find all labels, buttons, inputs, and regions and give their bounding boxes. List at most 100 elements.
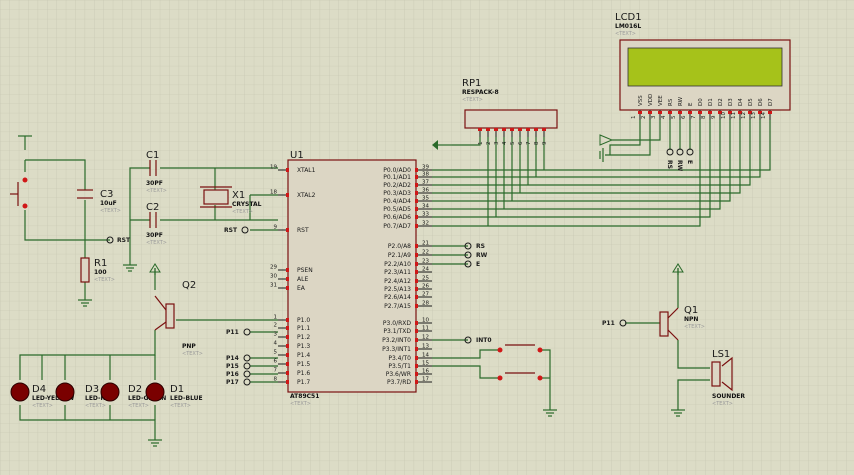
lcd1-pin-marker <box>728 111 732 114</box>
lcd1-pin-name: E <box>688 102 694 106</box>
d2-led[interactable]: D2 LED-GREEN <TEXT> <box>100 382 166 409</box>
power-arrow-icon <box>599 134 614 146</box>
r1-resistor[interactable]: R1 100 <TEXT> <box>80 257 115 283</box>
ls1-text: <TEXT> <box>712 401 733 407</box>
u1-pin-name: P2.6/A14 <box>384 294 411 301</box>
reset-button-pin <box>22 177 28 183</box>
u1-pin-number: 8 <box>274 377 278 383</box>
u1-pin-number: 12 <box>422 335 429 341</box>
d4-text: <TEXT> <box>32 403 53 409</box>
lcd1-pin-number: 2 <box>641 116 647 120</box>
u1-pin-marker <box>286 277 289 281</box>
u1-pin-name: XTAL2 <box>297 192 316 199</box>
u1-pin-name: P3.0/RXD <box>383 320 411 327</box>
lcd1-pin-marker <box>718 111 722 114</box>
lcd1-pin-name: RW <box>678 96 684 106</box>
int1-switch[interactable] <box>497 372 543 381</box>
u1-pin-name: ALE <box>297 276 308 283</box>
u1-pin-number: 7 <box>274 368 278 374</box>
lcd1-pin-marker <box>688 111 692 114</box>
lcd1-text: <TEXT> <box>615 31 636 37</box>
lcd1-value: LM016L <box>615 23 641 30</box>
x1-crystal[interactable]: X1 CRYSTAL <TEXT> <box>200 186 262 215</box>
net-terminal <box>243 354 251 362</box>
u1-pin-number: 24 <box>422 267 429 273</box>
c3-capacitor[interactable]: C3 10uF <TEXT> <box>77 189 121 214</box>
reset-button[interactable] <box>10 177 28 209</box>
u1-pin-name: P1.6 <box>297 370 310 377</box>
u1-pin-number: 30 <box>270 274 277 280</box>
lcd1-pin-marker <box>708 111 712 114</box>
rp1-pin-number: 3 <box>494 141 500 145</box>
d3-led[interactable]: D3 LED-RED <TEXT> <box>55 382 114 409</box>
d4-led[interactable]: D4 LED-YELLOW <TEXT> <box>10 382 75 409</box>
u1-pin-marker <box>415 338 418 342</box>
d1-led[interactable]: D1 LED-BLUE <TEXT> <box>145 382 203 409</box>
u1-pin-name: P3.2/INT0 <box>382 337 411 344</box>
u1-pin-marker <box>415 244 418 248</box>
d2-value: LED-GREEN <box>128 395 166 402</box>
u1-pin-number: 34 <box>422 204 429 210</box>
lcd1-ref: LCD1 <box>615 12 642 23</box>
lcd1-pin-marker <box>658 111 662 114</box>
u1-pin-marker <box>415 224 418 228</box>
c1-capacitor[interactable]: C1 30PF <TEXT> <box>146 150 167 194</box>
u1-pin-marker <box>415 372 418 376</box>
net-int0: INT0 <box>476 337 492 344</box>
net-terminal <box>243 328 251 336</box>
u1-value: AT89C51 <box>290 393 319 400</box>
lcd1-pin-number: 4 <box>661 115 667 119</box>
net-lcd-rw: RW <box>676 160 683 172</box>
net-p11: P11 <box>226 329 239 336</box>
u1-text: <TEXT> <box>290 401 311 407</box>
u1-pin-name: P1.0 <box>297 317 310 324</box>
u1-pin-number: 36 <box>422 188 429 194</box>
lcd1-pin-number: 5 <box>671 115 677 119</box>
lcd1-pin-name: D0 <box>698 98 704 106</box>
rp1-power-arrow <box>432 140 438 150</box>
lcd1-pin-name: D3 <box>728 98 734 106</box>
lcd1-display[interactable]: LCD1 LM016L <TEXT> VSS1VDD2VEE3RS4RW5E6D… <box>615 12 791 120</box>
int0-switch[interactable] <box>497 344 543 353</box>
wires <box>18 120 771 440</box>
rp1-pin-marker <box>510 128 514 131</box>
r1-ref: R1 <box>94 258 107 269</box>
d3-ref: D3 <box>85 384 99 395</box>
u1-pin-name: RST <box>297 227 309 234</box>
u1-pin-number: 23 <box>422 259 429 265</box>
d2-ref: D2 <box>128 384 142 395</box>
net-terminal <box>243 370 251 378</box>
q2-transistor[interactable]: Q2 PNP <TEXT> <box>154 280 203 357</box>
u1-pin-name: P2.2/A10 <box>384 261 411 268</box>
lcd1-pin-number: 8 <box>701 115 707 119</box>
lcd1-pin-name: VSS <box>638 95 644 106</box>
d1-value: LED-BLUE <box>170 395 203 402</box>
r1-value: 100 <box>94 269 107 276</box>
c2-capacitor[interactable]: C2 30PF <TEXT> <box>146 202 167 246</box>
u1-pin-marker <box>415 270 418 274</box>
net-rst-u1: RST <box>224 227 238 234</box>
q2-ref: Q2 <box>182 280 196 291</box>
u1-pin-number: 39 <box>422 165 429 171</box>
u1-pin-number: 32 <box>422 221 429 227</box>
rp1-pin-marker <box>518 128 522 131</box>
ground-icon <box>599 148 604 162</box>
c2-text: <TEXT> <box>146 240 167 246</box>
d4-value: LED-YELLOW <box>32 395 75 402</box>
d1-text: <TEXT> <box>170 403 191 409</box>
net-terminal <box>676 148 684 156</box>
c1-text: <TEXT> <box>146 188 167 194</box>
u1-pin-name: P1.2 <box>297 334 310 341</box>
rp1-pin-number: 8 <box>534 141 540 145</box>
net-p11-q1: P11 <box>602 320 615 327</box>
q1-transistor[interactable]: Q1 NPN <TEXT> <box>659 305 705 341</box>
u1-pin-name: P0.2/AD2 <box>383 182 411 189</box>
u1-pin-name: P3.6/WR <box>386 371 411 378</box>
net-terminal <box>241 226 249 234</box>
lcd1-pin-name: VDD <box>648 94 654 106</box>
lcd1-pin-number: 3 <box>651 115 657 119</box>
ls1-sounder[interactable]: LS1 SOUNDER <TEXT> <box>711 349 745 407</box>
